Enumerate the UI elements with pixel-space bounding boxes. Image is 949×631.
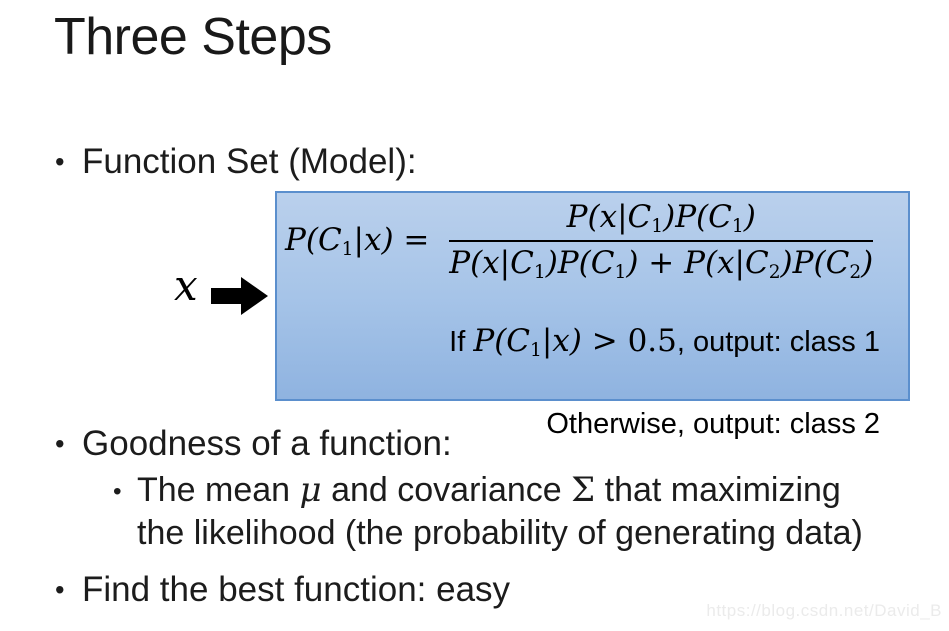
bullet-goodness: • Goodness of a function: <box>55 423 452 465</box>
bullet-dot-icon: • <box>55 428 65 459</box>
fraction-numerator: P(x|C1)P(C1) <box>449 199 874 243</box>
bullet-function-set-label: Function Set (Model): <box>82 142 417 181</box>
equation-fraction: P(x|C1)P(C1) P(x|C1)P(C1) + P(x|C2)P(C2) <box>449 199 874 284</box>
bullet-find-best: • Find the best function: easy <box>55 569 510 611</box>
sigma-symbol: Σ <box>571 470 596 510</box>
bullet-dot-icon: • <box>55 574 65 605</box>
sub-bullet-text: The mean μ and covariance Σ that maximiz… <box>137 470 863 552</box>
fraction-denominator: P(x|C1)P(C1) + P(x|C2)P(C2) <box>449 245 874 284</box>
bullet-function-set: • Function Set (Model): <box>55 141 417 183</box>
right-block-arrow-icon <box>211 277 268 315</box>
function-model-box: P(C1|x) = P(x|C1)P(C1) P(x|C1)P(C1) + P(… <box>275 191 910 440</box>
decision-rule-class1: If P(C1|x) > 0.5, output: class 1 <box>449 323 880 362</box>
posterior-equation: P(C1|x) = P(x|C1)P(C1) P(x|C1)P(C1) + P(… <box>277 193 908 283</box>
page-title: Three Steps <box>54 8 332 66</box>
sub-bullet-text-line2: the likelihood (the probability of gener… <box>137 514 863 552</box>
bullet-dot-icon: • <box>113 478 122 505</box>
sub-bullet-mean-covariance: • The mean μ and covariance Σ that maxim… <box>113 469 923 555</box>
mu-symbol: μ <box>299 470 322 510</box>
bullet-dot-icon: • <box>55 146 65 177</box>
equation-lhs: P(C1|x) = <box>285 222 440 261</box>
decision-rule-class2: Otherwise, output: class 2 <box>546 407 880 440</box>
watermark-url: https://blog.csdn.net/David_B <box>706 601 942 620</box>
bullet-goodness-label: Goodness of a function: <box>82 424 452 463</box>
bullet-find-best-label: Find the best function: easy <box>82 570 511 609</box>
input-x-label: x <box>174 261 198 310</box>
